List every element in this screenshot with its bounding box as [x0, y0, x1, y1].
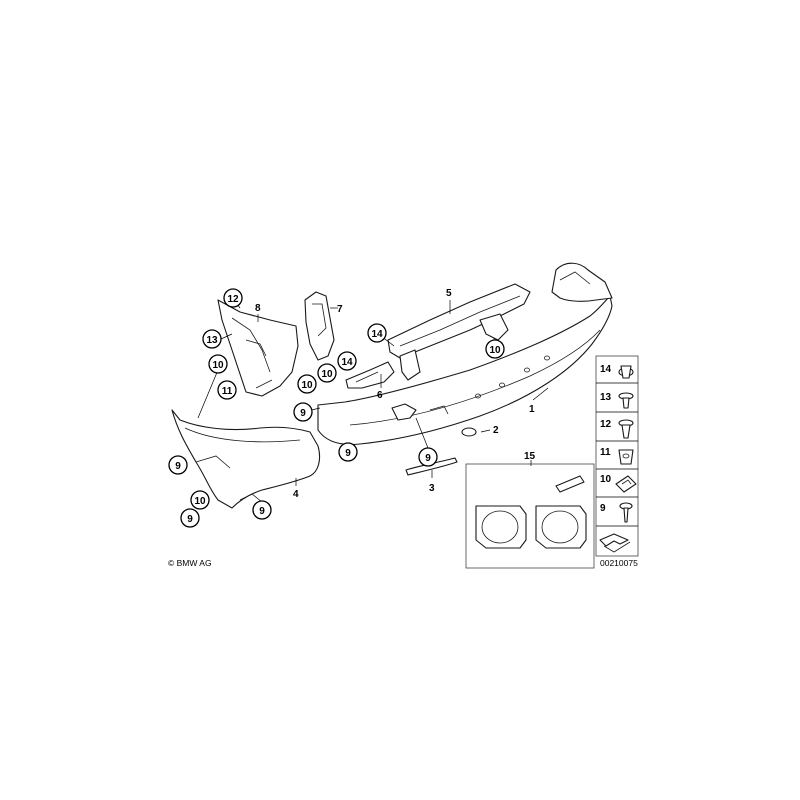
push-nut-icon: [618, 365, 634, 379]
screw-icon: [619, 502, 633, 523]
callout-circle-9-f: 9: [252, 500, 272, 520]
expanding-rivet-icon: [618, 392, 634, 409]
clip-nut-icon: [618, 449, 634, 465]
bumper-trim-panel[interactable]: [317, 262, 613, 446]
callout-circle-9-b: 9: [338, 442, 358, 462]
svg-text:9: 9: [187, 514, 193, 525]
svg-text:14: 14: [371, 329, 383, 340]
svg-text:9: 9: [259, 506, 265, 517]
callout-circle-9-e: 9: [180, 508, 200, 528]
reflector-strip[interactable]: [405, 457, 458, 476]
svg-text:13: 13: [206, 335, 218, 346]
callout-circle-11: 11: [217, 380, 237, 400]
callout-5: 5: [446, 288, 452, 299]
copyright-label: © BMW AG: [168, 558, 212, 568]
svg-text:10: 10: [301, 380, 313, 391]
svg-text:10: 10: [212, 360, 224, 371]
svg-text:14: 14: [341, 357, 353, 368]
callout-15: 15: [524, 451, 536, 462]
bumper-carrier-bracket[interactable]: [387, 283, 531, 381]
legend-number-13: 13: [600, 392, 612, 403]
legend-number-9: 9: [600, 503, 606, 514]
callout-circle-10-c: 10: [317, 363, 337, 383]
callout-circle-12: 12: [223, 288, 243, 308]
callout-3: 3: [429, 483, 435, 494]
drawing-number: 00210075: [600, 558, 638, 568]
svg-text:10: 10: [194, 496, 206, 507]
svg-text:10: 10: [321, 369, 333, 380]
callout-circle-9-d: 9: [168, 455, 188, 475]
legend-number-14: 14: [600, 364, 612, 375]
svg-text:9: 9: [300, 408, 306, 419]
side-guide-bracket[interactable]: [217, 299, 299, 397]
side-lower-trim[interactable]: [171, 409, 321, 509]
callout-circle-9-c: 9: [418, 447, 438, 467]
callout-6: 6: [377, 390, 383, 401]
callout-circle-13: 13: [202, 329, 222, 349]
callout-circle-10-d: 10: [485, 339, 505, 359]
legend-number-10: 10: [600, 474, 612, 485]
view-direction-arrow-icon: [599, 533, 631, 553]
exhaust-trim-kit[interactable]: [465, 463, 595, 569]
callout-circle-14-b: 14: [367, 323, 387, 343]
callout-circle-14-a: 14: [337, 351, 357, 371]
leader-lines: [197, 297, 549, 486]
svg-text:9: 9: [425, 453, 431, 464]
callout-circle-10-a: 10: [208, 354, 228, 374]
callout-4: 4: [293, 489, 299, 500]
svg-text:12: 12: [227, 294, 239, 305]
legend-number-12: 12: [600, 419, 612, 430]
callout-circle-10-b: 10: [297, 374, 317, 394]
svg-text:9: 9: [345, 448, 351, 459]
legend-number-11: 11: [600, 447, 611, 458]
callout-7: 7: [337, 304, 343, 315]
callout-1: 1: [529, 404, 535, 415]
side-vertical-bracket[interactable]: [304, 291, 335, 361]
mounting-bracket-small[interactable]: [345, 361, 395, 389]
callout-2: 2: [493, 425, 499, 436]
tow-hook-cover[interactable]: [461, 427, 477, 437]
svg-text:10: 10: [489, 345, 501, 356]
callout-circle-10-e: 10: [190, 490, 210, 510]
callout-8: 8: [255, 303, 261, 314]
svg-text:11: 11: [222, 386, 233, 397]
callout-circle-9-a: 9: [293, 402, 313, 422]
sheet-metal-nut-icon: [615, 475, 637, 493]
fastener-legend: 14 13 12 11 10 9: [595, 355, 639, 557]
callout-labels: 1 2 3 4 5 6 7 8 15 12 13 10 11 10: [168, 288, 536, 528]
spreading-rivet-icon: [618, 419, 634, 439]
svg-text:9: 9: [175, 461, 181, 472]
